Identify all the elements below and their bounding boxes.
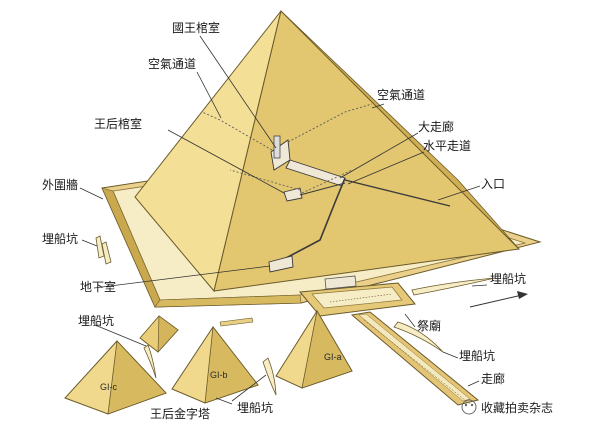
satellite-pyramid: [139, 315, 179, 353]
underground-chamber-block: [268, 255, 294, 273]
boat-pit-mid-left: [143, 344, 157, 379]
mortuary-temple: [299, 275, 416, 317]
label-air-shaft-right: 空氣通道: [377, 88, 425, 102]
boat-pit-right-top: [411, 277, 496, 296]
label-queens-chamber: 王后棺室: [94, 116, 142, 131]
label-boat-pit-mid-left: 埋船坑: [78, 313, 114, 328]
north-arrow: [469, 291, 528, 308]
label-grand-gallery: 大走廊: [418, 119, 454, 134]
great-pyramid: [134, 10, 521, 293]
label-mortuary-temple: 祭廟: [417, 318, 441, 333]
boat-pit-left-2: [101, 241, 112, 265]
label-kings-chamber: 國王棺室: [172, 20, 220, 35]
queens-pyramid-gia: GI-a: [275, 309, 353, 389]
watermark-text: 收藏拍卖杂志: [481, 400, 553, 415]
label-boat-pit-left: 埋船坑: [42, 231, 78, 246]
label-air-shaft-left: 空氣通道: [148, 57, 196, 71]
causeway: [350, 311, 480, 406]
label-boat-pit-bottom: 埋船坑: [237, 400, 273, 415]
label-boat-pit-right-mid: 埋船坑: [459, 348, 495, 363]
labels: 國王棺室 空氣通道 空氣通道 王后棺室 大走廊 水平走道 入口 外圍牆 埋船坑 …: [42, 20, 526, 421]
boat-pits: [95, 235, 496, 396]
queens-pyramid-gib: GI-b: [171, 325, 259, 404]
boat-pit-right-mid: [393, 321, 444, 353]
label-causeway: 走廊: [481, 371, 505, 386]
label-horizontal-passage: 水平走道: [423, 139, 471, 153]
label-outer-wall: 外圍牆: [42, 177, 78, 192]
label-entrance: 入口: [481, 177, 505, 191]
boat-pit-bottom: [262, 357, 277, 396]
leader-lines: [79, 35, 488, 405]
queens-pyramid-gic: GI-c: [64, 340, 167, 415]
wechat-icon: [461, 399, 477, 415]
label-underground-chamber: 地下室: [80, 279, 116, 294]
gia-label: GI-a: [324, 352, 342, 362]
label-boat-pit-right-top: 埋船坑: [490, 271, 526, 286]
gib-label: GI-b: [210, 370, 228, 380]
watermark: 收藏拍卖杂志: [461, 399, 553, 415]
queens-chamber-block: [283, 187, 303, 202]
gic-label: GI-c: [100, 382, 117, 392]
internal-passages: [201, 103, 451, 273]
label-queens-pyramids: 王后金字塔: [150, 406, 210, 421]
